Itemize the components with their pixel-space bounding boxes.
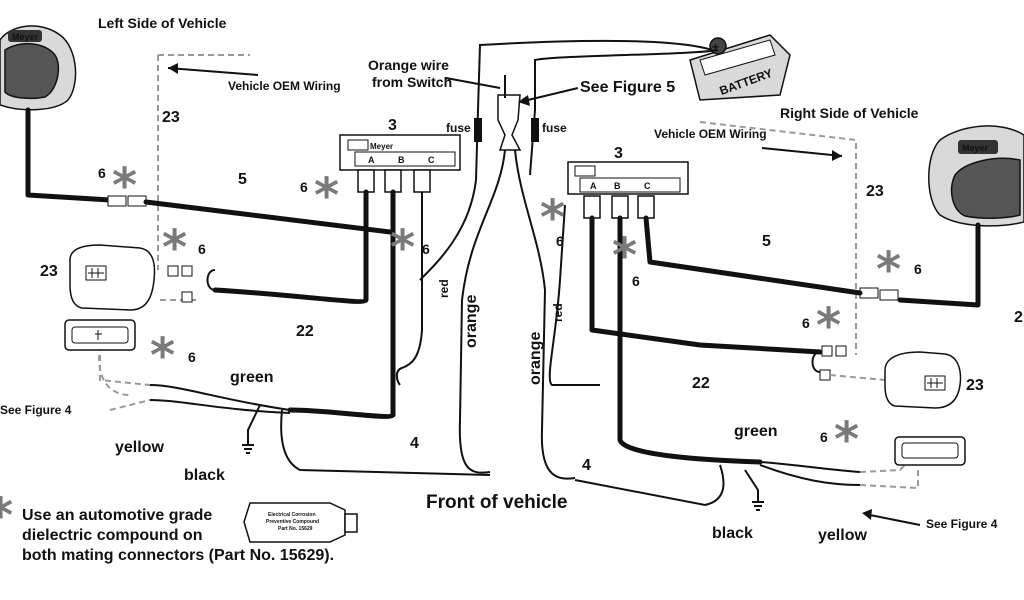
red-wire-right-label: red [551, 303, 565, 322]
left-turn-lamp [64, 319, 136, 351]
asterisk-icon: * [390, 220, 415, 276]
orange-wire-right-label: orange [527, 332, 544, 385]
red-wire-left-label: red [437, 279, 451, 298]
callout-3-right: 3 [614, 145, 623, 162]
battery: + BATTERY [689, 34, 791, 101]
asterisk-icon: * [540, 190, 565, 246]
left-side-label: Left Side of Vehicle [98, 15, 227, 31]
callout-6-d: 6 [198, 241, 206, 257]
right-module-port-b: B [614, 181, 621, 191]
orange-wire-label-1: Orange wire [368, 57, 449, 73]
callout-23-right-top: 23 [866, 183, 884, 200]
callout-23-top-left: 23 [162, 109, 180, 126]
asterisk-icon: * [816, 298, 841, 354]
right-control-module: A B C [567, 161, 689, 219]
see-figure5-label: See Figure 5 [580, 79, 675, 96]
oem-wiring-right-label: Vehicle OEM Wiring [654, 127, 767, 141]
asterisk-icon: * [150, 328, 175, 384]
callout-23-mid-left: 23 [40, 263, 58, 280]
oem-wiring-left-label: Vehicle OEM Wiring [228, 79, 341, 93]
black-wire-right-label: black [712, 525, 753, 542]
green-wire-left-label: green [230, 369, 274, 386]
orange-wire-label-2: from Switch [372, 74, 452, 90]
dielectric-compound-tube-icon: Electrical Corrosion Preventive Compound… [243, 502, 358, 543]
right-module-port-a: A [590, 181, 597, 191]
callout-6-c: 6 [422, 241, 430, 257]
left-module-port-c: C [428, 155, 435, 165]
fuse-right-icon [531, 118, 539, 142]
asterisk-icon: * [612, 228, 637, 284]
right-module-port-c: C [644, 181, 651, 191]
right-headlight-logo: Meyer [962, 143, 989, 153]
callout-22-right: 22 [692, 375, 710, 392]
callout-4-left: 4 [410, 435, 419, 452]
fuse-left-label: fuse [446, 121, 471, 135]
note-line-3: both mating connectors (Part No. 15629). [22, 547, 334, 564]
black-wire-left-label: black [184, 467, 225, 484]
asterisk-icon: * [162, 220, 187, 276]
left-headlight-logo: Meyer [12, 32, 39, 42]
callout-6-i: 6 [802, 315, 810, 331]
callout-6-f: 6 [556, 233, 564, 249]
callout-6-g: 6 [632, 273, 640, 289]
left-module-port-b: B [398, 155, 405, 165]
yellow-wire-left-label: yellow [115, 439, 164, 456]
callout-6-a: 6 [98, 165, 106, 181]
callout-22-left: 22 [296, 323, 314, 340]
svg-text:+: + [712, 40, 719, 54]
orange-wire-left-label: orange [463, 295, 480, 348]
callout-4-right: 4 [582, 457, 591, 474]
right-turn-lamp [894, 436, 966, 466]
green-wire-right-label: green [734, 423, 778, 440]
see-figure4-left-label: See Figure 4 [0, 403, 72, 417]
tube-text-3: Part No. 15629 [278, 526, 313, 532]
left-control-module: Meyer A B C [339, 134, 461, 193]
right-marker-lamp [884, 351, 962, 409]
asterisk-icon: * [314, 168, 339, 224]
yellow-wire-right-label: yellow [818, 527, 867, 544]
note-line-2: dielectric compound on [22, 527, 202, 544]
callout-6-e: 6 [188, 349, 196, 365]
asterisk-icon: * [834, 412, 859, 468]
center-orange-connector [497, 75, 522, 151]
left-module-logo: Meyer [370, 142, 393, 151]
tube-text-1: Electrical Corrosion [268, 512, 316, 518]
callout-3-left: 3 [388, 117, 397, 134]
see-figure4-right-label: See Figure 4 [926, 517, 998, 531]
front-of-vehicle-label: Front of vehicle [426, 492, 567, 513]
callout-23-right-mid: 23 [966, 377, 984, 394]
left-marker-lamp [69, 244, 156, 311]
left-module-port-a: A [368, 155, 375, 165]
callout-6-h: 6 [914, 261, 922, 277]
right-side-label: Right Side of Vehicle [780, 105, 919, 121]
fuse-left-icon [474, 118, 482, 142]
left-plow-headlight: Meyer [0, 25, 77, 128]
note-line-1: Use an automotive grade [22, 507, 212, 524]
note-asterisk-icon: * [0, 488, 13, 544]
asterisk-icon: * [112, 158, 137, 214]
fuse-right-label: fuse [542, 121, 567, 135]
callout-5-left: 5 [238, 171, 247, 188]
callout-6-b: 6 [300, 179, 308, 195]
tube-text-2: Preventive Compound [266, 519, 319, 525]
callout-5-right: 5 [762, 233, 771, 250]
right-plow-headlight: Meyer [928, 125, 1024, 241]
callout-2-edge: 2 [1014, 309, 1023, 326]
callout-6-j: 6 [820, 429, 828, 445]
asterisk-icon: * [876, 242, 901, 298]
